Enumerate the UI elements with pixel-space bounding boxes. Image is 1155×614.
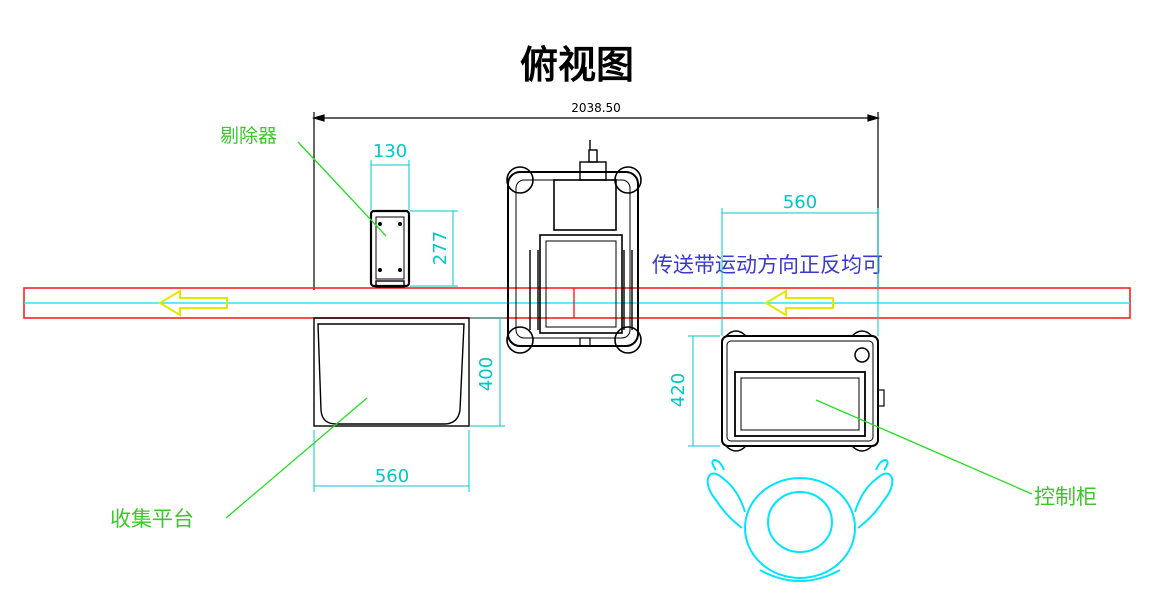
rejector-depth-dim: 277 [430, 231, 451, 265]
control-cabinet-leader [815, 399, 1033, 495]
conveyor-direction-note: 传送带运动方向正反均可 [652, 253, 883, 277]
collection-platform-label: 收集平台 [110, 507, 194, 531]
detector-frame [506, 140, 642, 354]
direction-arrow-right [764, 289, 834, 317]
conveyor-belt [23, 287, 1131, 319]
cabinet-depth-dim: 420 [668, 373, 689, 407]
drawing-title: 俯视图 [520, 43, 634, 87]
rejector-leader [297, 141, 387, 237]
operator-figure [706, 458, 894, 582]
overall-dimension [311, 112, 881, 290]
rejector-width-dim: 130 [373, 141, 407, 162]
direction-arrow-left [158, 289, 228, 317]
rejector-label: 剔除器 [220, 125, 277, 147]
collection-dimension-lines [313, 317, 505, 492]
collector-width-dim: 560 [375, 466, 409, 487]
rejector-unit [369, 209, 411, 288]
collection-leader [225, 397, 368, 519]
control-cabinet-label: 控制柜 [1034, 485, 1097, 509]
collector-depth-dim: 400 [476, 357, 497, 391]
collection-platform [313, 317, 470, 427]
rejector-dimension-lines [370, 160, 458, 287]
control-cabinet [721, 330, 885, 452]
overall-width-label: 2038.50 [571, 101, 621, 115]
cabinet-width-dim: 560 [783, 192, 817, 213]
cabinet-dimension-lines [688, 208, 879, 447]
